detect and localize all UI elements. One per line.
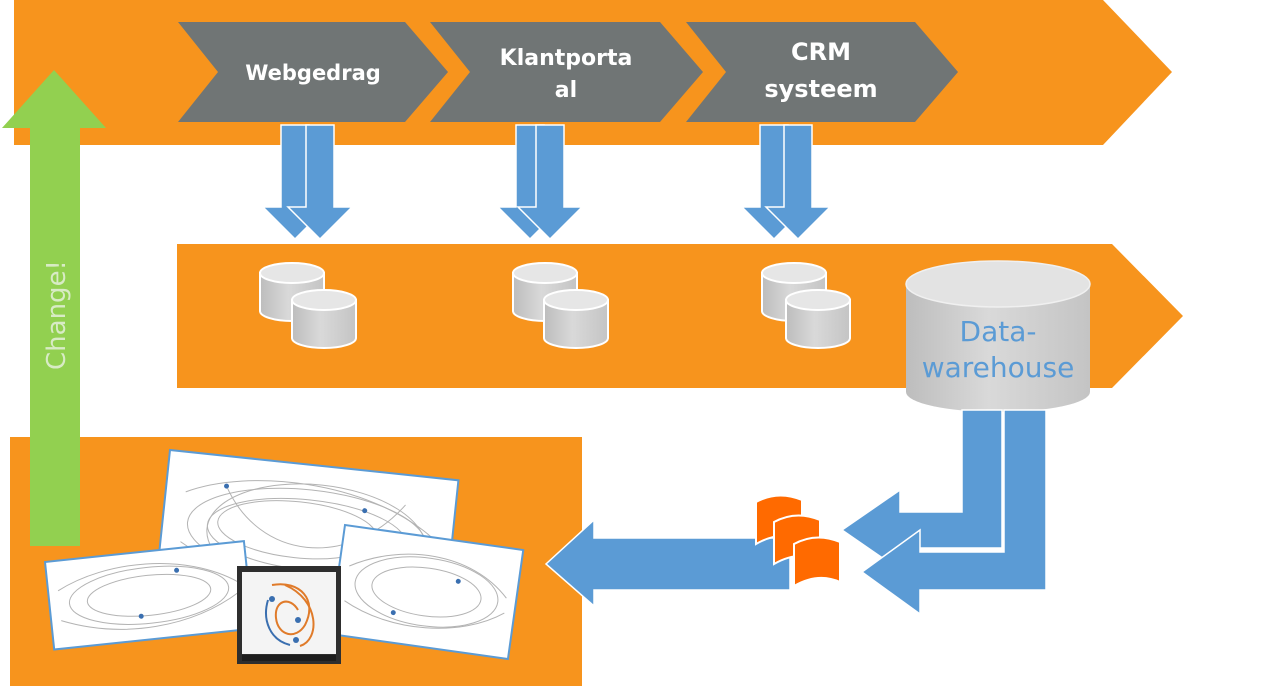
source-label-crm-line1: CRM bbox=[791, 38, 851, 66]
change-label: Change! bbox=[42, 260, 72, 370]
process-map-image bbox=[43, 448, 525, 664]
source-label-klantportaal-line2: al bbox=[555, 78, 577, 103]
source-chevron-crm: CRM systeem bbox=[686, 22, 958, 122]
source-chevron-webgedrag: Webgedrag bbox=[178, 22, 448, 122]
process-map-screen bbox=[237, 566, 341, 664]
warehouse-return-arrow bbox=[840, 409, 1047, 616]
change-arrow: Change! bbox=[2, 70, 106, 546]
source-label-klantportaal-line1: Klantporta bbox=[500, 46, 633, 71]
analysis-input-arrow bbox=[544, 518, 791, 608]
datawarehouse-label-line2: warehouse bbox=[922, 351, 1075, 384]
datawarehouse-cylinder: Data- warehouse bbox=[905, 260, 1091, 412]
source-label-webgedrag: Webgedrag bbox=[245, 61, 381, 85]
datawarehouse-label-line1: Data- bbox=[960, 315, 1037, 348]
source-label-crm-line2: systeem bbox=[764, 75, 877, 103]
source-chevron-klantportaal: Klantporta al bbox=[430, 22, 703, 122]
